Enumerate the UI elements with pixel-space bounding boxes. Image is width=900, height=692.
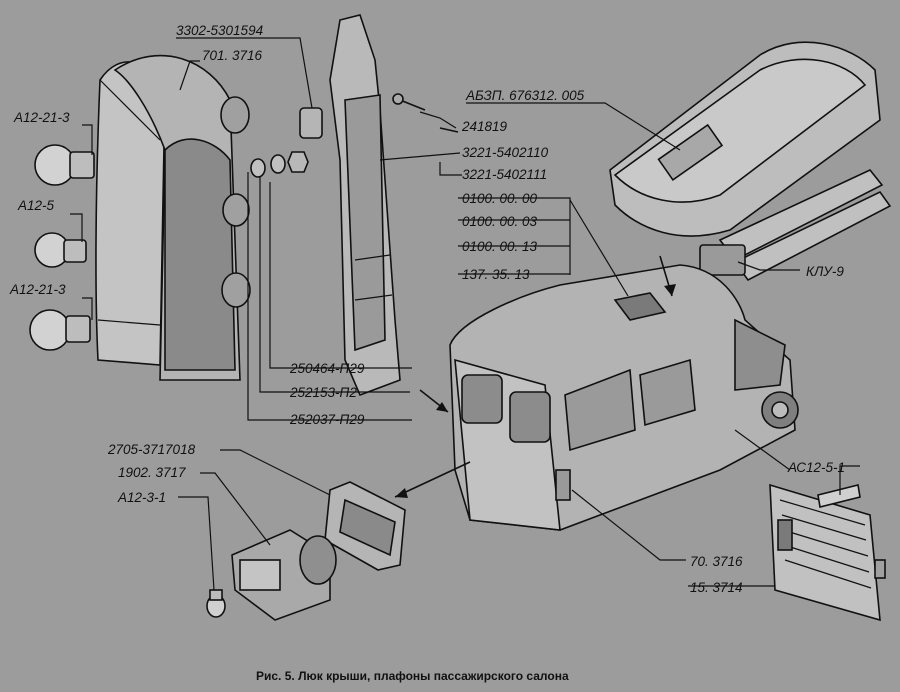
van-body (449, 264, 799, 531)
label-a12-3-1: А12-3-1 (117, 490, 166, 505)
label-0100-00-03: 0100. 00. 03 (462, 214, 538, 229)
label-3302-5301594: 3302-5301594 (176, 23, 263, 38)
socket-part-icon (299, 107, 323, 139)
label-a12-5: А12-5 (17, 198, 55, 213)
label-241819: 241819 (461, 119, 508, 134)
label-klu-9: КЛУ-9 (806, 264, 844, 279)
screw-icon (392, 93, 426, 111)
tail-light-housing (95, 54, 251, 381)
fluorescent-tubes-icon (699, 169, 892, 282)
washers-nut-icon (250, 151, 309, 178)
lamp-15-3714-icon (769, 483, 886, 622)
bulb-a12-5-icon (34, 232, 87, 268)
bulb-a12-3-1-icon (206, 589, 226, 618)
figure-caption: Рис. 5. Люк крыши, плафоны пассажирского… (256, 669, 569, 683)
label-15-3714: 15. 3714 (690, 580, 743, 595)
label-0100-00-00: 0100. 00. 00 (462, 191, 538, 206)
label-a12-21-3-top: А12-21-3 (13, 110, 70, 125)
label-250464: 250464-П29 (289, 361, 365, 376)
label-1902-3717: 1902. 3717 (118, 465, 186, 480)
label-ac12-5-1: АС12-5-1 (787, 460, 845, 475)
label-3221-5402110: 3221-5402110 (462, 145, 549, 160)
label-2705-3717018: 2705-3717018 (107, 442, 196, 457)
label-3221-5402111: 3221-5402111 (462, 167, 547, 182)
hatch-rail (329, 14, 401, 397)
dome-lamp (609, 41, 881, 237)
frame-2705-icon (324, 481, 406, 571)
bulb-a12-21-3-bottom-icon (29, 309, 91, 351)
bulb-a12-21-3-top-icon (34, 144, 95, 186)
label-701-3716: 701. 3716 (202, 48, 263, 63)
lamp-1902-icon (231, 529, 337, 621)
bulb-ac12-5-1-icon (817, 484, 861, 508)
label-252153: 252153-П2 (289, 385, 357, 400)
label-252037: 252037-П29 (289, 412, 365, 427)
label-70-3716: 70. 3716 (690, 554, 743, 569)
leader-lines (70, 37, 860, 591)
label-a12-21-3-bottom: А12-21-3 (9, 282, 66, 297)
label-abzp: АБЗП. 676312. 005 (465, 88, 585, 103)
label-137-35-13: 137. 35. 13 (462, 267, 530, 282)
label-0100-00-13: 0100. 00. 13 (462, 239, 538, 254)
